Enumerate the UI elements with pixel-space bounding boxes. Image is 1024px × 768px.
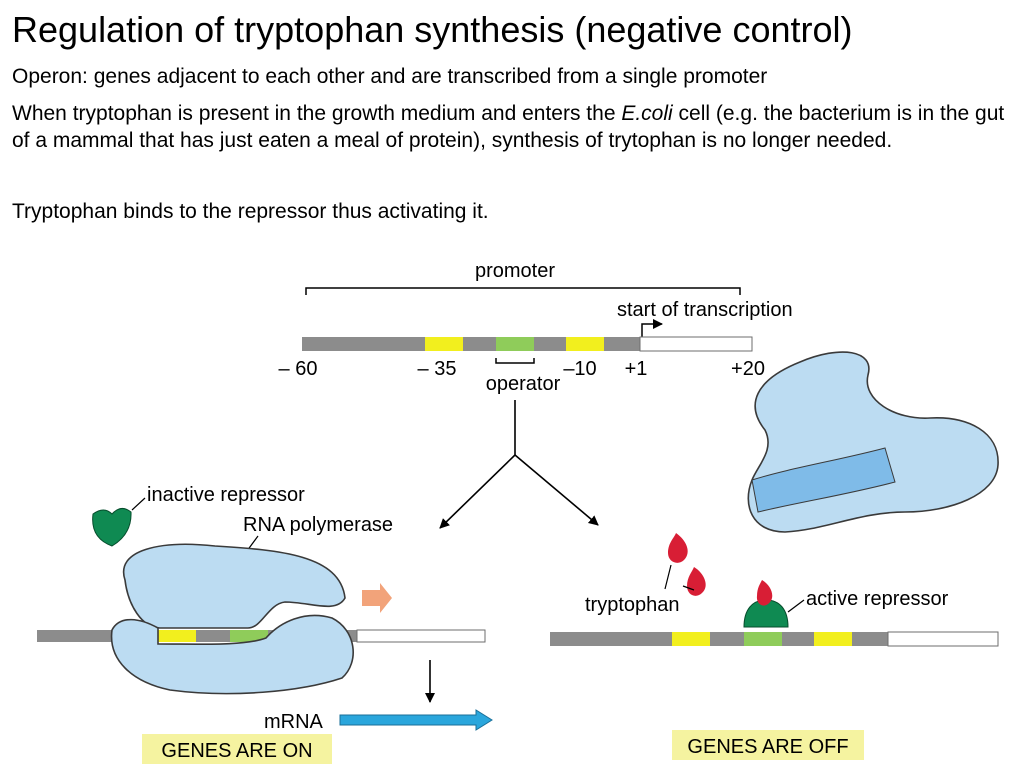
position-minus-60: – 60 xyxy=(279,358,318,380)
operon-diagram: promoter start of transcription – 60 – 3… xyxy=(37,260,999,764)
right-operator-box xyxy=(744,632,782,646)
tryptophan-label: tryptophan xyxy=(585,594,680,616)
presence-text-end: cell (e.g. the bacterium is in the gut o… xyxy=(12,102,1005,152)
promoter-bracket xyxy=(305,287,741,295)
right-box-minus-35 xyxy=(672,632,710,646)
inactive-repressor-label: inactive repressor xyxy=(147,484,305,506)
promoter-label: promoter xyxy=(475,260,555,282)
tryptophan-presence-paragraph: When tryptophan is present in the growth… xyxy=(12,100,1012,154)
repressor-binding-paragraph: Tryptophan binds to the repressor thus a… xyxy=(12,200,489,223)
mrna-label: mRNA xyxy=(264,711,324,733)
genes-off-highlight xyxy=(672,730,864,760)
dna-right-genes xyxy=(887,631,999,647)
inactive-repressor-icon xyxy=(92,508,132,547)
arrow-to-genes-off xyxy=(514,454,599,526)
dna-left-genes xyxy=(356,629,486,643)
operator-label: operator xyxy=(486,373,561,395)
position-plus-20: +20 xyxy=(731,358,765,380)
dna-transcribed-region xyxy=(639,336,753,352)
box-minus-10 xyxy=(566,337,604,351)
inactive-repressor-leader xyxy=(131,497,146,511)
tryptophan-leaders xyxy=(664,564,695,591)
mrna-arrow xyxy=(339,709,493,731)
dna-right-promoter xyxy=(550,632,888,646)
start-of-transcription-label: start of transcription xyxy=(617,299,793,321)
position-plus-1: +1 xyxy=(625,358,648,380)
position-minus-35: – 35 xyxy=(418,358,457,380)
polymerase-direction-icon xyxy=(362,583,392,613)
operator-bracket xyxy=(495,358,535,364)
polymerase-stripe xyxy=(751,447,896,513)
start-arrow xyxy=(641,319,663,338)
operator-box xyxy=(496,337,534,351)
position-minus-10: –10 xyxy=(563,358,596,380)
dna-promoter-region xyxy=(302,337,640,351)
active-repressor-label: active repressor xyxy=(806,588,949,610)
genes-on-label: GENES ARE ON xyxy=(161,740,312,762)
rna-polymerase-label: RNA polymerase xyxy=(243,514,393,536)
right-box-minus-10 xyxy=(814,632,852,646)
operon-definition: Operon: genes adjacent to each other and… xyxy=(12,65,768,88)
ecoli-name: E.coli xyxy=(621,102,673,125)
left-box-minus-35 xyxy=(158,630,196,642)
presence-text-start: When tryptophan is present in the growth… xyxy=(12,102,622,125)
tryptophan-molecule-2 xyxy=(687,567,706,596)
active-repressor-leader xyxy=(787,599,805,613)
tryptophan-molecule-1 xyxy=(668,533,688,563)
box-minus-35 xyxy=(425,337,463,351)
genes-off-label: GENES ARE OFF xyxy=(687,736,848,758)
genes-on-highlight xyxy=(142,734,332,764)
page-title: Regulation of tryptophan synthesis (nega… xyxy=(12,9,853,50)
rna-polymerase-top xyxy=(122,543,346,629)
bound-tryptophan xyxy=(756,580,773,606)
arrow-to-genes-on xyxy=(439,400,516,529)
left-operator-box xyxy=(230,630,268,642)
rna-polymerase-bottom xyxy=(110,614,354,695)
